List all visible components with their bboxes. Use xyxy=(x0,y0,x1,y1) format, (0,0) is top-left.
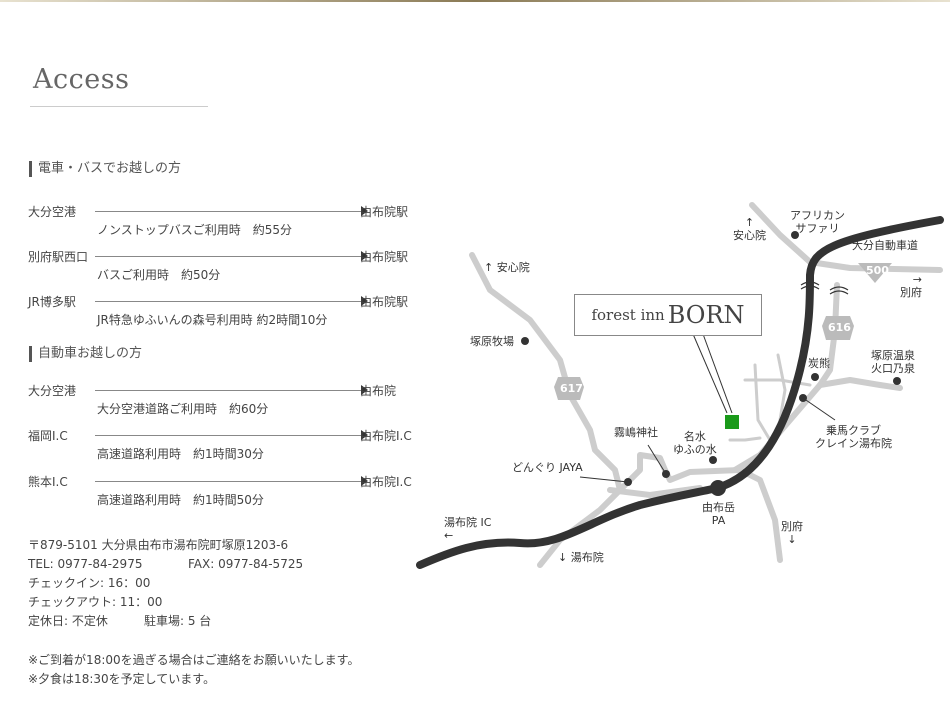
yufudake-pa-node xyxy=(710,480,726,496)
route-row: 大分空港 由布院大分空港道路ご利用時 約60分 xyxy=(28,382,428,422)
map-label-donguri-jaya: どんぐり JAYA xyxy=(512,461,583,474)
contact-info: 〒879-5101 大分県由布市湯布院町塚原1203-6 TEL: 0977-8… xyxy=(28,536,303,631)
arrow-right-icon xyxy=(361,296,368,306)
route-from: 大分空港 xyxy=(28,205,77,219)
route-via: 高速道路利用時 約1時間50分 xyxy=(97,493,264,507)
map-label-kirishima-shrine: 霧嶋神社 xyxy=(614,426,658,439)
map-label-crane-riding-club: 乗馬クラブ クレイン湯布院 xyxy=(815,424,892,450)
holiday: 定休日: 不定休 xyxy=(28,614,108,628)
map-label-yufudake-pa: 由布岳 PA xyxy=(702,501,735,527)
route-row: 熊本I.C 由布院I.C 高速道路利用時 約1時間50分 xyxy=(28,473,428,513)
route-500-shield xyxy=(858,263,892,283)
map-label-tsukahara-farm: 塚原牧場 xyxy=(470,335,514,348)
section-heading-train: 電車・バスでお越しの方 xyxy=(29,161,181,177)
parking: 駐車場: 5 台 xyxy=(144,614,212,628)
route-line xyxy=(95,256,363,257)
route-via: JR特急ゆふいんの森号利用時 約2時間10分 xyxy=(97,313,328,327)
hotel-location-marker xyxy=(725,415,739,429)
note: ※ご到着が18:00を過ぎる場合はご連絡をお願いいたします。 xyxy=(28,653,360,667)
route-616-shield xyxy=(822,316,854,340)
route-to: 由布院駅 xyxy=(360,295,409,309)
route-to: 由布院 xyxy=(360,384,397,398)
route-from: 熊本I.C xyxy=(28,475,68,489)
map-label-tsukahara-onsen: 塚原温泉 火口乃泉 xyxy=(871,349,915,375)
route-from: 福岡I.C xyxy=(28,429,68,443)
route-500-label: 500 xyxy=(866,264,889,277)
map-label-anshinin: ↑ 安心院 xyxy=(733,216,766,242)
route-line xyxy=(95,481,363,482)
map-label-yufuin-ic: 湯布院 IC ← xyxy=(444,516,492,542)
route-row: 福岡I.C 由布院I.C 高速道路利用時 約1時間30分 xyxy=(28,427,428,467)
section-heading-car: 自動車お越しの方 xyxy=(29,346,142,362)
route-row: 別府駅西口 由布院駅バスご利用時 約50分 xyxy=(28,248,428,288)
route-from: JR博多駅 xyxy=(28,295,76,309)
leader-lines xyxy=(579,333,836,483)
arrow-right-icon xyxy=(361,251,368,261)
route-via: 大分空港道路ご利用時 約60分 xyxy=(97,402,269,416)
route-line xyxy=(95,301,363,302)
map-label-beppu: 別府 ↓ xyxy=(781,520,803,546)
arrow-right-icon xyxy=(361,206,368,216)
address: 〒879-5101 大分県由布市湯布院町塚原1203-6 xyxy=(28,538,289,552)
map-label-yufuin: ↓ 湯布院 xyxy=(558,551,604,564)
route-to: 由布院I.C xyxy=(360,429,412,443)
callout-big-text: BORN xyxy=(667,301,745,329)
map-label-african-safari: アフリカン サファリ xyxy=(790,209,845,235)
map-label-anshinin: ↑ 安心院 xyxy=(484,261,530,274)
route-row: 大分空港 由布院駅ノンストップバスご利用時 約55分 xyxy=(28,203,428,243)
route-from: 大分空港 xyxy=(28,384,77,398)
checkout: チェックアウト: 11：00 xyxy=(28,595,163,609)
map-label-sumikuma: 炭熊 xyxy=(808,357,830,370)
note: ※夕食は18:30を予定しています。 xyxy=(28,672,216,686)
map-label-beppu: → 別府 xyxy=(900,273,922,299)
top-decor-bar xyxy=(0,0,950,2)
route-line xyxy=(95,435,363,436)
route-via: バスご利用時 約50分 xyxy=(97,268,221,282)
map-label-expressway: 大分自動車道 xyxy=(852,239,918,252)
route-row: JR博多駅 由布院駅 JR特急ゆふいんの森号利用時 約2時間10分 xyxy=(28,293,428,333)
route-to: 由布院I.C xyxy=(360,475,412,489)
route-616-label: 616 xyxy=(828,321,851,334)
route-via: 高速道路利用時 約1時間30分 xyxy=(97,447,264,461)
arrow-right-icon xyxy=(361,385,368,395)
callout-small-text: forest inn xyxy=(591,306,665,324)
map-label-meisui: 名水 ゆふの水 xyxy=(673,430,717,456)
interchange-icons xyxy=(800,281,849,295)
expressway-line xyxy=(416,216,944,569)
route-617-label: 617 xyxy=(560,382,583,395)
route-to: 由布院駅 xyxy=(360,250,409,264)
route-to: 由布院駅 xyxy=(360,205,409,219)
notes: ※ご到着が18:00を過ぎる場合はご連絡をお願いいたします。 ※夕食は18:30… xyxy=(28,651,359,689)
route-line xyxy=(95,390,363,391)
arrow-right-icon xyxy=(361,430,368,440)
page-title: Access xyxy=(33,64,130,95)
route-from: 別府駅西口 xyxy=(28,250,89,264)
route-617-shield xyxy=(554,377,584,400)
title-underline xyxy=(30,106,208,107)
checkin: チェックイン: 16：00 xyxy=(28,576,151,590)
fax: FAX: 0977-84-5725 xyxy=(188,557,304,571)
route-line xyxy=(95,211,363,212)
tel: TEL: 0977-84-2975 xyxy=(28,557,143,571)
route-via: ノンストップバスご利用時 約55分 xyxy=(97,223,293,237)
arrow-right-icon xyxy=(361,476,368,486)
